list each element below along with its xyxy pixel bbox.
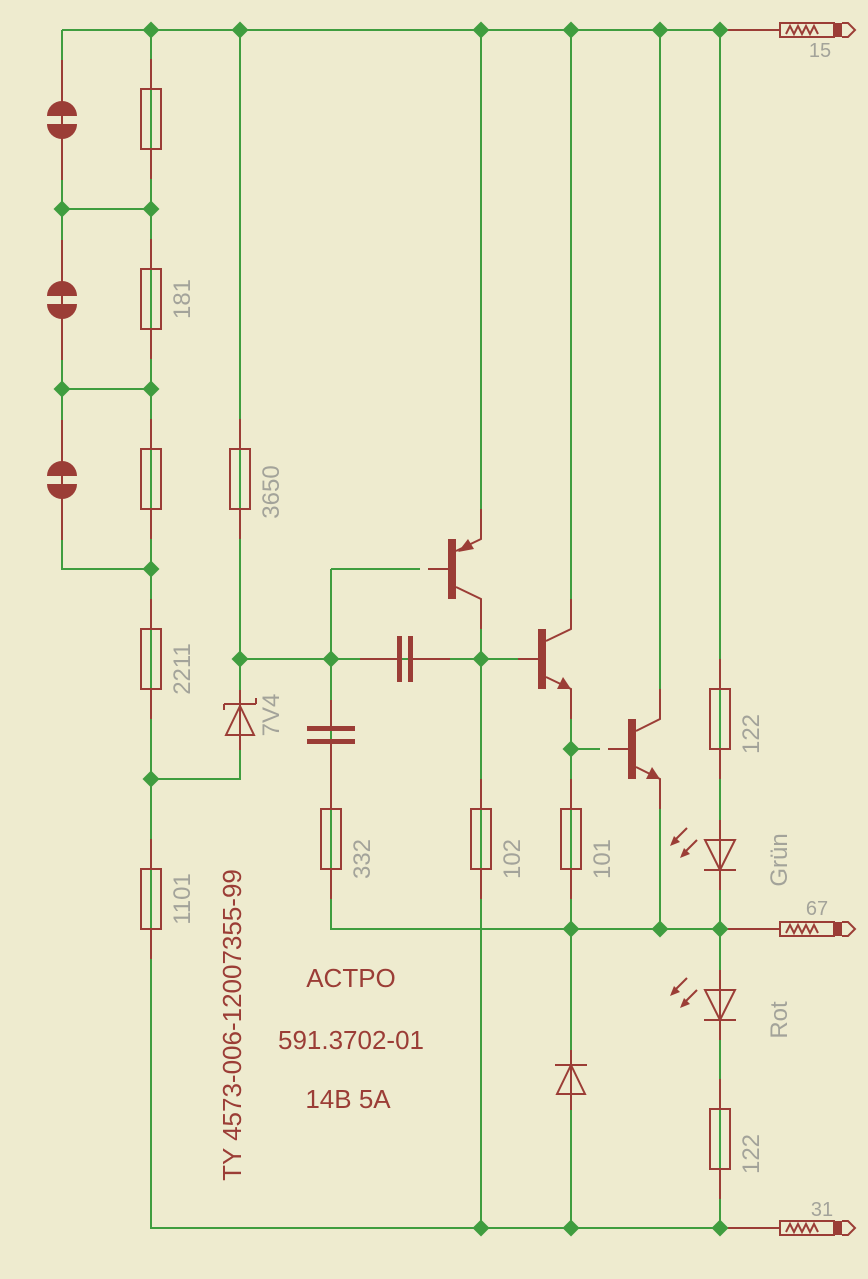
junction-dot [562, 740, 580, 758]
capacitor-plate [307, 726, 355, 731]
diode-icon [555, 1062, 587, 1095]
lead [545, 599, 572, 642]
resistor [140, 448, 162, 510]
lead [545, 676, 572, 719]
junction-dot [651, 21, 669, 39]
junction-dot [562, 920, 580, 938]
pin-label-67: 67 [806, 898, 828, 920]
capacitor-icon [47, 484, 77, 499]
spring-icon [785, 23, 819, 37]
junction-dot [562, 21, 580, 39]
connector-arrow-icon [842, 921, 857, 937]
junction-dot [142, 560, 160, 578]
junction-dot [472, 650, 490, 668]
junction-dot [562, 1219, 580, 1237]
lead [635, 766, 661, 809]
capacitor-icon [47, 304, 77, 319]
resistor-332 [320, 808, 342, 870]
label-r122-top: 122 [738, 714, 765, 754]
capacitor-icon [59, 286, 65, 296]
transistor-npn-1 [538, 629, 546, 689]
junction-dot [231, 21, 249, 39]
led-green [703, 839, 737, 873]
junction-dot [472, 1219, 490, 1237]
label-r181: 181 [169, 279, 196, 319]
standard-label: TY 4573-006-12007355-99 [217, 869, 247, 1181]
junction-dot [711, 1219, 729, 1237]
connector-tip [834, 922, 842, 936]
resistor-2211 [140, 628, 162, 690]
junction-dot [142, 200, 160, 218]
resistor-101 [560, 808, 582, 870]
title-line-3: 14B 5A [305, 1084, 391, 1114]
resistor-122-bottom [709, 1108, 731, 1170]
label-r1101: 1101 [169, 873, 196, 925]
pin-label-15: 15 [809, 40, 831, 62]
junction-dot [53, 200, 71, 218]
label-r3650: 3650 [258, 465, 285, 518]
label-r101: 101 [589, 839, 616, 879]
capacitor-icon [59, 106, 65, 116]
connector-arrow-icon [842, 22, 857, 38]
label-led-green: Grün [766, 833, 793, 886]
capacitor-plate [307, 739, 355, 744]
wire [151, 750, 241, 780]
label-r332: 332 [349, 839, 376, 879]
rail-67 [330, 569, 780, 930]
components [47, 22, 857, 1236]
emitter-arrow-icon [458, 539, 474, 552]
label-zener: 7V4 [258, 694, 285, 737]
title-line-2: 591.3702-01 [278, 1025, 424, 1055]
resistor-1101 [140, 868, 162, 930]
light-arrow-icon [670, 986, 680, 996]
junction-dot [711, 920, 729, 938]
junction-dot [142, 21, 160, 39]
lead [635, 689, 661, 732]
light-arrow-icon [680, 848, 690, 858]
junction-dot [231, 650, 249, 668]
resistor-181 [140, 268, 162, 330]
title-line-1: ACTPO [306, 963, 396, 993]
pin-label-31: 31 [811, 1199, 833, 1221]
capacitor-plate [397, 636, 402, 682]
emitter-arrow-icon [557, 677, 571, 689]
junction-dot [472, 21, 490, 39]
resistor-102 [470, 808, 492, 870]
wires [61, 29, 780, 1229]
resistor-3650 [229, 448, 251, 510]
spring-icon [785, 1221, 819, 1235]
transistor-pnp [448, 539, 456, 599]
led-red [703, 989, 737, 1023]
junction-dot [53, 380, 71, 398]
light-arrow-icon [680, 998, 690, 1008]
emitter-arrow-icon [646, 767, 660, 779]
junction-dot [142, 380, 160, 398]
transistor-npn-2 [628, 719, 636, 779]
resistor [140, 88, 162, 150]
junction-dot [142, 770, 160, 788]
connector-arrow-icon [842, 1220, 857, 1236]
spring-icon [785, 922, 819, 936]
capacitor-plate [408, 636, 413, 682]
connector-tip [834, 23, 842, 37]
zener-diode-icon [224, 703, 256, 736]
light-arrow-icon [670, 836, 680, 846]
label-r102: 102 [499, 839, 526, 879]
junction-dot [651, 920, 669, 938]
capacitor-icon [47, 124, 77, 139]
junction-dot [322, 650, 340, 668]
connector-tip [834, 1221, 842, 1235]
label-r122-bottom: 122 [738, 1134, 765, 1174]
capacitor-icon [59, 466, 65, 476]
label-r2211: 2211 [169, 643, 196, 695]
lead [455, 586, 482, 629]
label-led-red: Rot [766, 1001, 793, 1039]
junction-dot [711, 21, 729, 39]
resistor-122-top [709, 688, 731, 750]
